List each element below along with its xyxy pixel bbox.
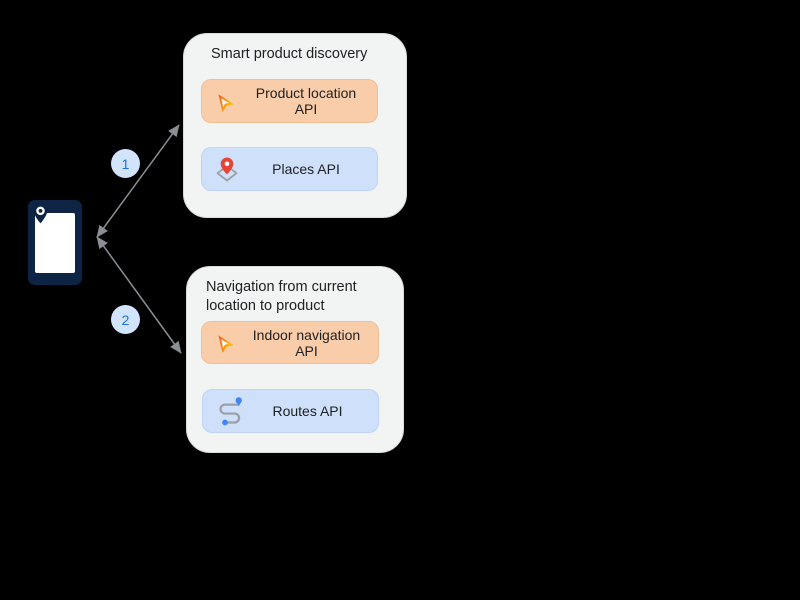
step-badge-2-label: 2 — [121, 311, 130, 328]
navigation-arrow-icon — [213, 91, 245, 112]
pill-places-api: Places API — [201, 147, 378, 191]
arrow-device-to-discovery — [96, 124, 180, 238]
navigation-arrow-icon — [213, 332, 245, 353]
pill-label: Places API — [272, 161, 340, 177]
group-title: Navigation from current location to prod… — [206, 279, 357, 314]
step-badge-1-label: 1 — [121, 155, 130, 172]
smartphone-screen — [35, 213, 75, 273]
group-title: Smart product discovery — [211, 46, 368, 62]
location-pin-icon — [33, 204, 48, 224]
map-pin-icon — [213, 155, 245, 183]
pill-label: Indoor navigation API — [252, 326, 361, 359]
pill-label: Routes API — [272, 403, 343, 419]
pill-label: Product location API — [255, 85, 357, 117]
smartphone-location-icon — [28, 200, 82, 285]
route-icon — [214, 396, 247, 427]
arrow-device-to-navigation — [96, 236, 182, 354]
step-badge-1: 1 — [111, 149, 140, 178]
pill-routes-api: Routes API — [202, 389, 379, 433]
step-badge-2: 2 — [111, 305, 140, 334]
group-navigation-to-product: Navigation from current location to prod… — [186, 266, 404, 453]
pill-indoor-navigation-api: Indoor navigation API — [201, 321, 379, 364]
group-smart-product-discovery: Smart product discovery Product location… — [183, 33, 407, 218]
pill-product-location-api: Product location API — [201, 79, 378, 123]
